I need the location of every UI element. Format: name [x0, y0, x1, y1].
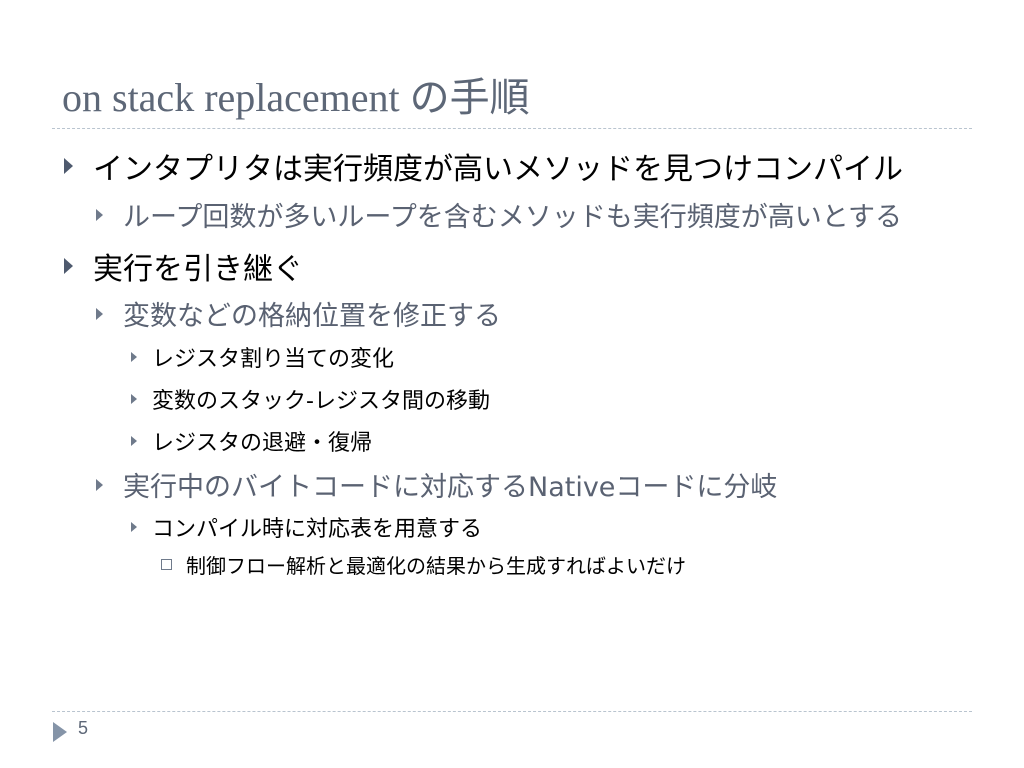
triangle-bullet-icon — [131, 394, 137, 404]
triangle-bullet-icon — [131, 522, 137, 532]
bullet-item: 実行中のバイトコードに対応するNativeコードに分岐 — [96, 465, 777, 504]
square-bullet-icon — [161, 559, 172, 570]
triangle-bullet-icon — [96, 478, 103, 491]
slide-title: on stack replacement の手順 — [62, 75, 530, 120]
bullet-item: 変数などの格納位置を修正する — [96, 294, 501, 333]
bullet-text: 変数のスタック-レジスタ間の移動 — [152, 389, 490, 414]
triangle-bullet-icon — [96, 208, 103, 221]
bullet-item: インタプリタは実行頻度が高いメソッドを見つけコンパイル — [64, 144, 903, 188]
bullet-text: ループ回数が多いループを含むメソッドも実行頻度が高いとする — [123, 202, 902, 233]
bullet-text: 実行中のバイトコードに対応するNativeコードに分岐 — [123, 472, 778, 503]
bullet-item: レジスタの退避・復帰 — [131, 425, 372, 457]
page-number: 5 — [78, 718, 89, 738]
bullet-text: レジスタ割り当ての変化 — [152, 347, 395, 372]
triangle-bullet-icon — [64, 258, 73, 274]
triangle-bullet-icon — [131, 436, 137, 446]
triangle-bullet-icon — [64, 158, 73, 174]
title-divider — [52, 128, 972, 129]
bullet-text: 制御フロー解析と最適化の結果から生成すればよいだけ — [186, 554, 686, 578]
bullet-item: 変数のスタック-レジスタ間の移動 — [131, 383, 490, 415]
bullet-text: 実行を引き継ぐ — [93, 252, 303, 287]
bullet-item: 制御フロー解析と最適化の結果から生成すればよいだけ — [161, 550, 686, 579]
bullet-item: レジスタ割り当ての変化 — [131, 341, 394, 373]
bullet-item: コンパイル時に対応表を用意する — [131, 511, 482, 543]
bullet-text: コンパイル時に対応表を用意する — [152, 517, 483, 542]
footer-triangle-icon — [53, 722, 67, 742]
triangle-bullet-icon — [131, 352, 137, 362]
bullet-item: 実行を引き継ぐ — [64, 244, 303, 288]
triangle-bullet-icon — [96, 307, 103, 320]
bullet-text: インタプリタは実行頻度が高いメソッドを見つけコンパイル — [93, 152, 903, 187]
bullet-text: レジスタの退避・復帰 — [152, 431, 373, 456]
bullet-item: ループ回数が多いループを含むメソッドも実行頻度が高いとする — [96, 195, 902, 234]
footer-divider — [52, 711, 972, 712]
bullet-text: 変数などの格納位置を修正する — [123, 301, 501, 332]
